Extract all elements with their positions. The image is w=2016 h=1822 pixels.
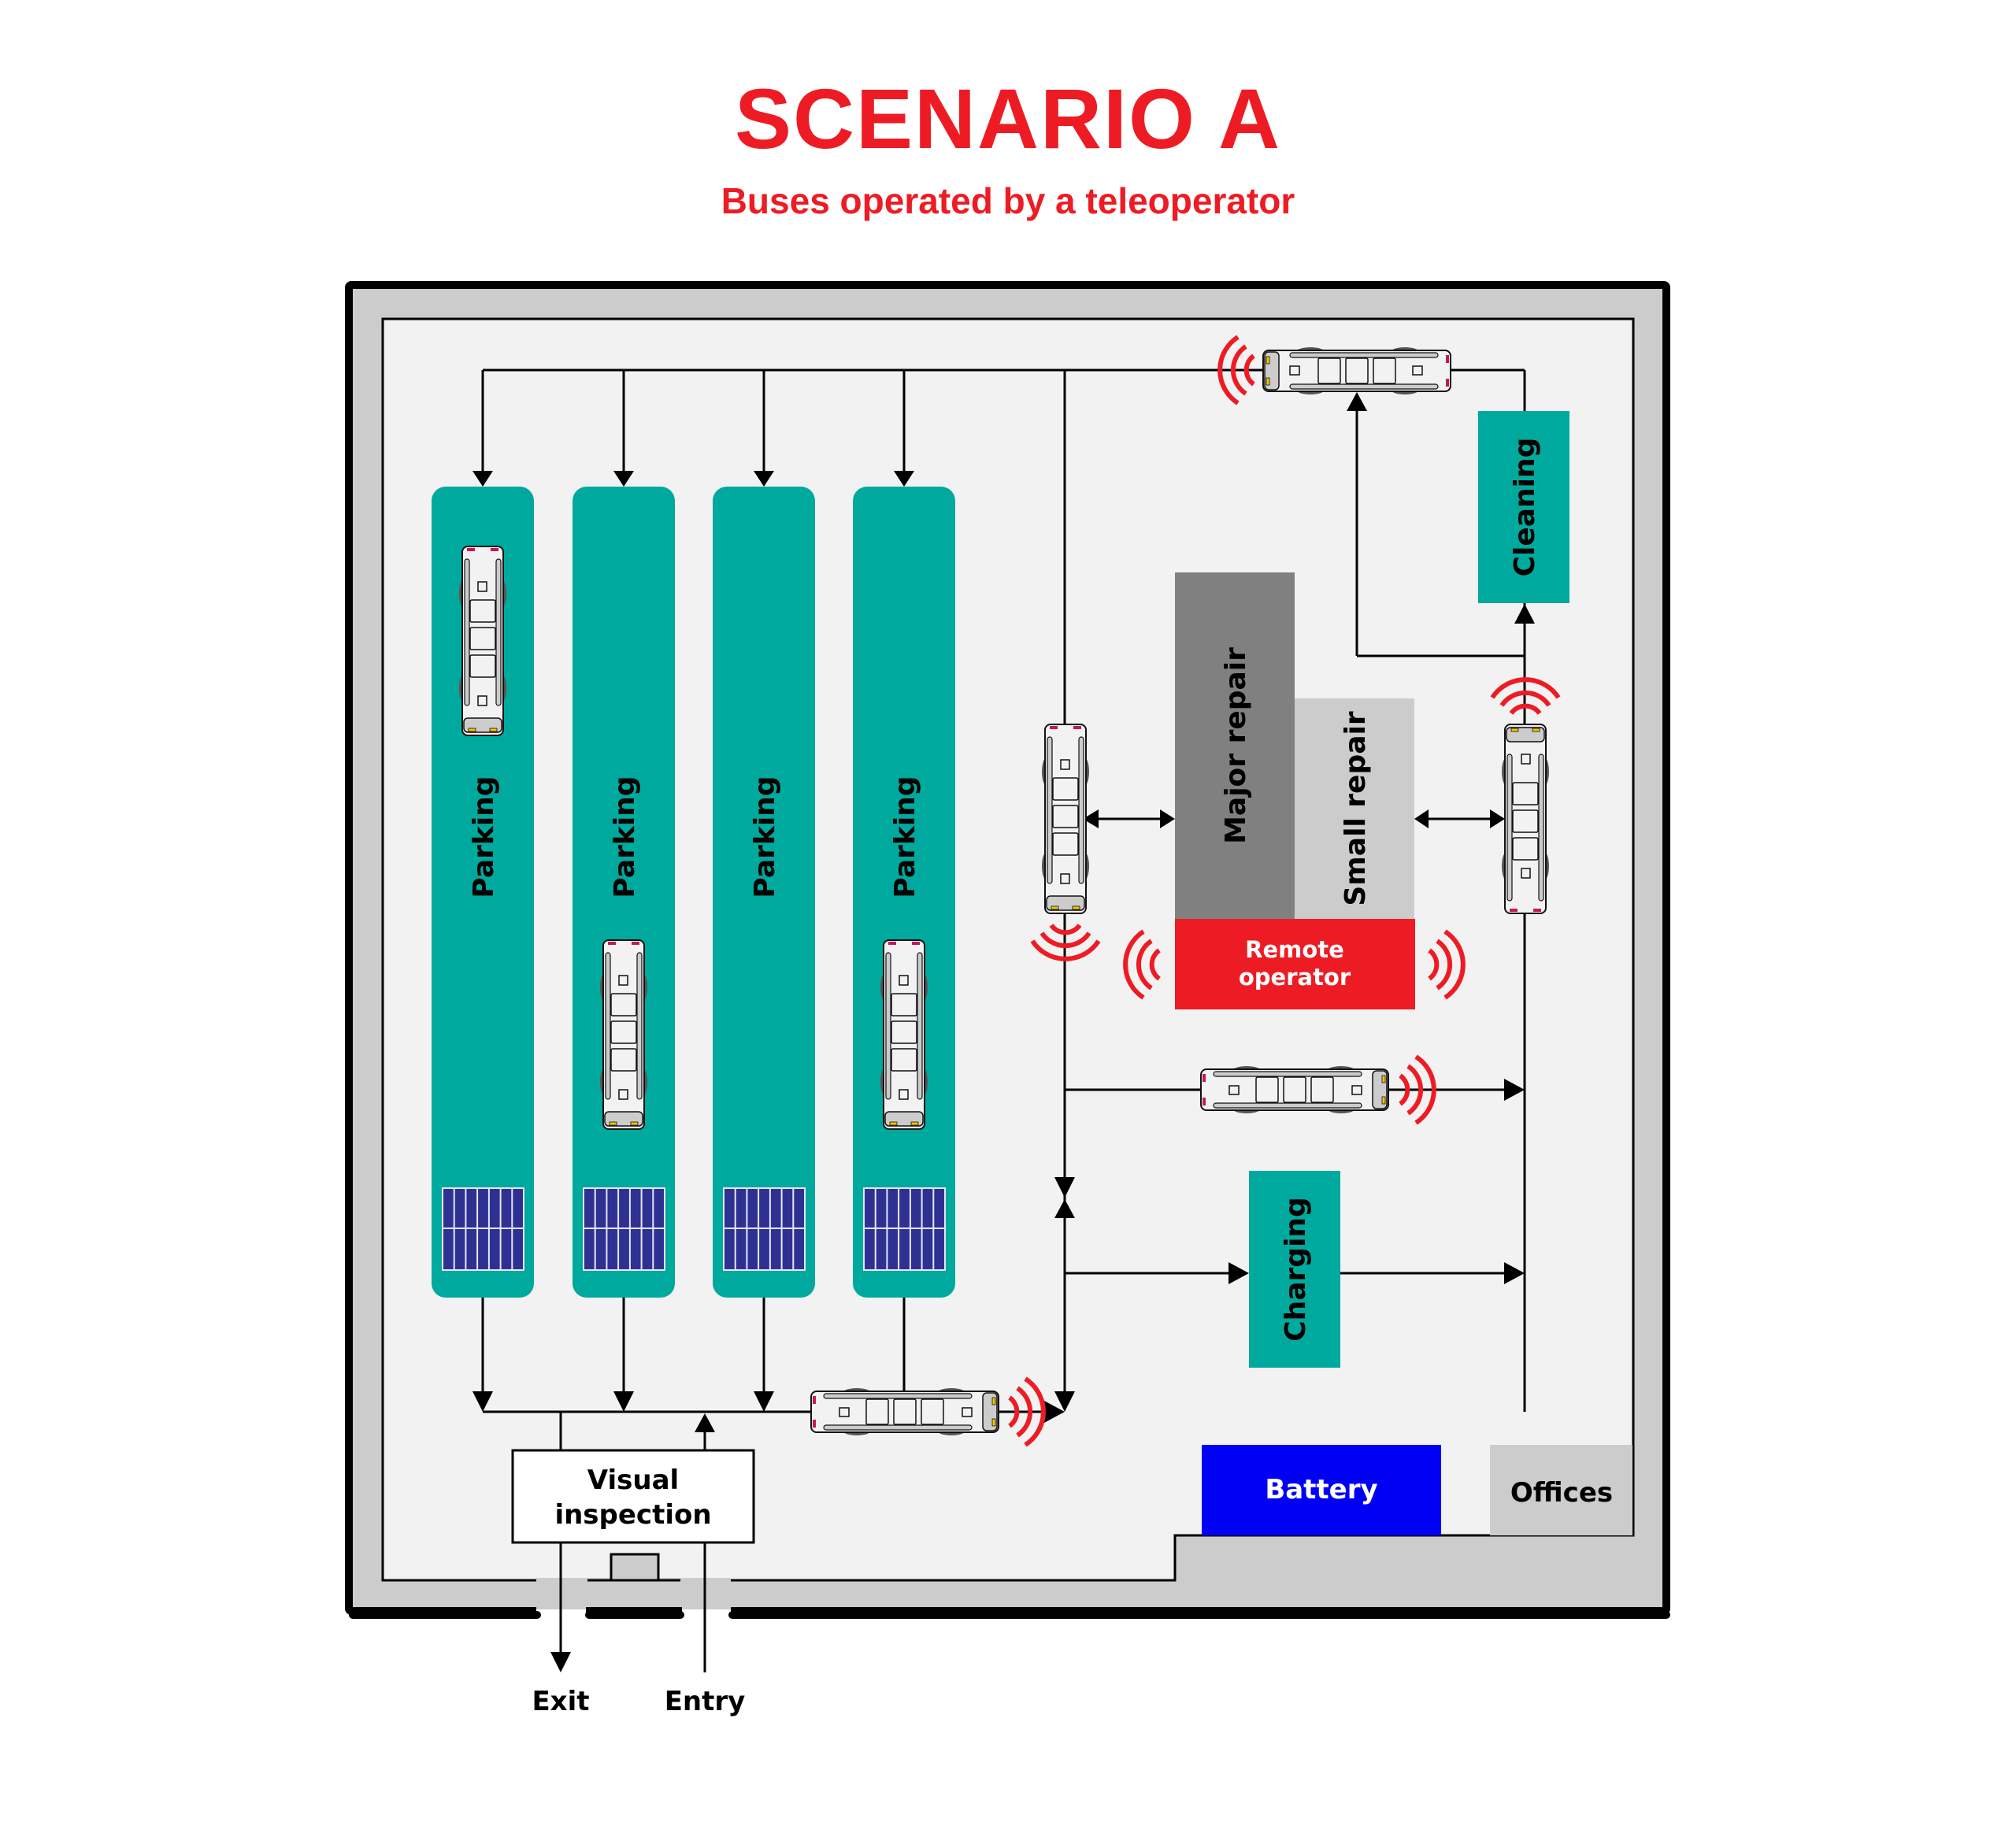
cleaning-zone: Cleaning xyxy=(1478,411,1569,603)
remote-operator-zone: Remote operator xyxy=(1125,919,1463,1009)
parking-lane-2: Parking xyxy=(573,487,675,1298)
arrow-down-icon xyxy=(754,1391,774,1412)
major-repair-zone: Major repair xyxy=(1175,572,1295,919)
exit-arrow-icon xyxy=(550,1652,571,1672)
solar-panel-icon xyxy=(442,1187,524,1271)
solar-panel-icon xyxy=(723,1187,806,1271)
arrow-right-icon xyxy=(1490,809,1505,828)
parking-lane-3: Parking xyxy=(713,487,815,1298)
battery-label: Battery xyxy=(1265,1474,1377,1505)
arrow-right-icon xyxy=(1160,809,1175,828)
small-repair-zone: Small repair xyxy=(1295,698,1414,919)
major-repair-label: Major repair xyxy=(1220,647,1252,844)
solar-panel-icon xyxy=(583,1187,665,1271)
parking-label: Parking xyxy=(749,776,781,898)
arrow-right-icon xyxy=(1504,1079,1525,1101)
arrow-up-icon xyxy=(1347,392,1367,411)
flow-arrowheads xyxy=(472,392,1535,1672)
parking-lanes: Parking Parking Parking Parking xyxy=(432,487,955,1298)
remote-operator-label-line2: operator xyxy=(1239,964,1351,991)
small-repair-label: Small repair xyxy=(1340,711,1372,906)
solar-panel-icon xyxy=(863,1187,946,1271)
arrow-up-icon xyxy=(1054,1199,1075,1218)
arrow-right-icon xyxy=(1044,1401,1065,1423)
parking-lane-1: Parking xyxy=(432,487,534,1298)
bus-icon xyxy=(880,939,928,1130)
bus-icon xyxy=(1501,724,1550,914)
bus-icon xyxy=(1041,724,1090,914)
entry-label: Entry xyxy=(665,1686,746,1717)
visual-inspection-label-line1: Visual xyxy=(587,1465,679,1496)
bus-icon xyxy=(1262,346,1451,395)
arrow-left-icon xyxy=(1083,809,1099,828)
visual-inspection-zone: Visual inspection xyxy=(511,1449,755,1544)
arrow-down-icon xyxy=(1054,1177,1075,1198)
arrow-down-icon xyxy=(1054,1391,1075,1412)
offices-zone: Offices xyxy=(1490,1445,1632,1535)
bus-icon xyxy=(599,939,648,1130)
arrow-down-icon xyxy=(472,1391,493,1412)
parking-label: Parking xyxy=(468,776,500,898)
arrow-down-icon xyxy=(472,471,493,487)
charging-label: Charging xyxy=(1280,1197,1312,1342)
arrow-up-icon xyxy=(695,1413,715,1432)
gate-booth xyxy=(610,1553,660,1582)
bus-icon xyxy=(1200,1065,1389,1114)
cleaning-label: Cleaning xyxy=(1509,438,1541,577)
arrow-right-icon xyxy=(1228,1262,1249,1284)
parking-label: Parking xyxy=(609,776,641,898)
arrow-down-icon xyxy=(613,471,634,487)
remote-operator-label-line1: Remote xyxy=(1245,936,1344,963)
charging-zone: Charging xyxy=(1249,1171,1340,1368)
arrow-up-icon xyxy=(1514,604,1535,624)
arrow-down-icon xyxy=(894,471,914,487)
exit-label: Exit xyxy=(532,1686,589,1717)
offices-label: Offices xyxy=(1510,1477,1613,1509)
arrow-right-icon xyxy=(1504,1262,1525,1284)
page-title: SCENARIO A xyxy=(734,71,1282,166)
battery-zone: Battery xyxy=(1202,1445,1441,1535)
page-subtitle: Buses operated by a teleoperator xyxy=(721,180,1295,221)
parking-label: Parking xyxy=(889,776,921,898)
arrow-down-icon xyxy=(613,1391,634,1412)
visual-inspection-label-line2: inspection xyxy=(554,1499,711,1531)
bus-icon xyxy=(458,546,507,736)
parking-lane-4: Parking xyxy=(853,487,955,1298)
arrow-down-icon xyxy=(754,471,774,487)
building-walls xyxy=(345,281,1670,1619)
bus-icon xyxy=(810,1387,999,1436)
arrow-left-icon xyxy=(1414,809,1429,828)
